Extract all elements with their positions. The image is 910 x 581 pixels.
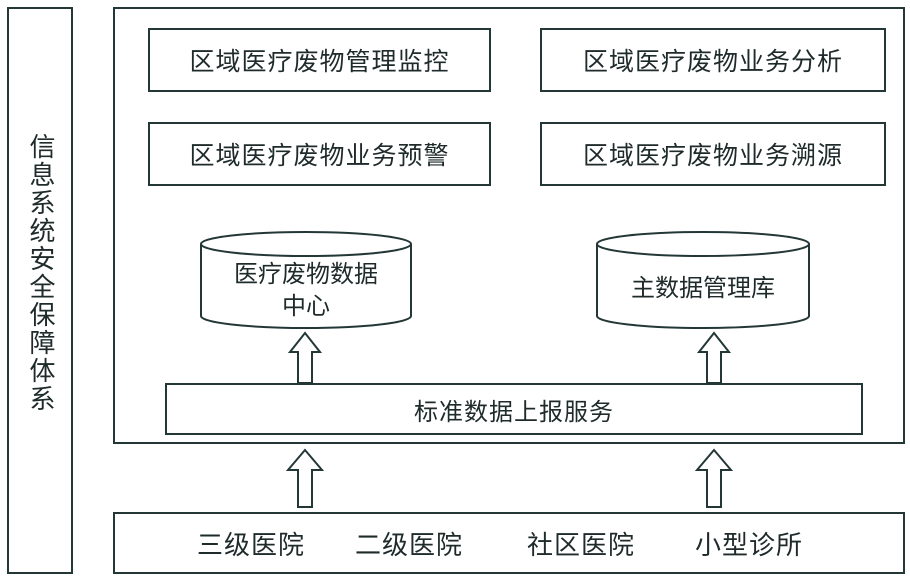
module-warning: 区域医疗废物业务预警 xyxy=(148,122,491,186)
module-trace-label: 区域医疗废物业务溯源 xyxy=(582,141,843,170)
module-monitor: 区域医疗废物管理监控 xyxy=(148,28,491,92)
module-analysis-label: 区域医疗废物业务分析 xyxy=(582,47,843,76)
arrow-up-from-sources-left-icon xyxy=(285,448,325,508)
module-trace: 区域医疗废物业务溯源 xyxy=(540,122,886,186)
data-center-label: 医疗废物数据 中心 xyxy=(201,258,411,322)
medical-sources-panel: 三级医院 二级医院 社区医院 小型诊所 xyxy=(113,512,905,574)
data-center-label-line2: 中心 xyxy=(282,292,330,320)
reporting-service-bar: 标准数据上报服务 xyxy=(165,383,863,435)
module-monitor-label: 区域医疗废物管理监控 xyxy=(189,47,450,76)
security-system-panel: 信息系统安全保障体系 xyxy=(7,7,73,574)
master-db-label: 主数据管理库 xyxy=(631,274,775,302)
data-center-label-line1: 医疗废物数据 xyxy=(234,260,378,288)
arrow-up-from-sources-right-icon xyxy=(694,448,734,508)
source-community-hospital: 社区医院 xyxy=(527,530,636,561)
module-warning-label: 区域医疗废物业务预警 xyxy=(189,141,450,170)
security-system-title: 信息系统安全保障体系 xyxy=(25,133,55,413)
source-tertiary-hospital: 三级医院 xyxy=(197,530,306,561)
source-secondary-hospital: 二级医院 xyxy=(355,530,464,561)
module-analysis: 区域医疗废物业务分析 xyxy=(540,28,886,92)
reporting-service-label: 标准数据上报服务 xyxy=(414,397,614,426)
source-small-clinic: 小型诊所 xyxy=(695,530,804,561)
